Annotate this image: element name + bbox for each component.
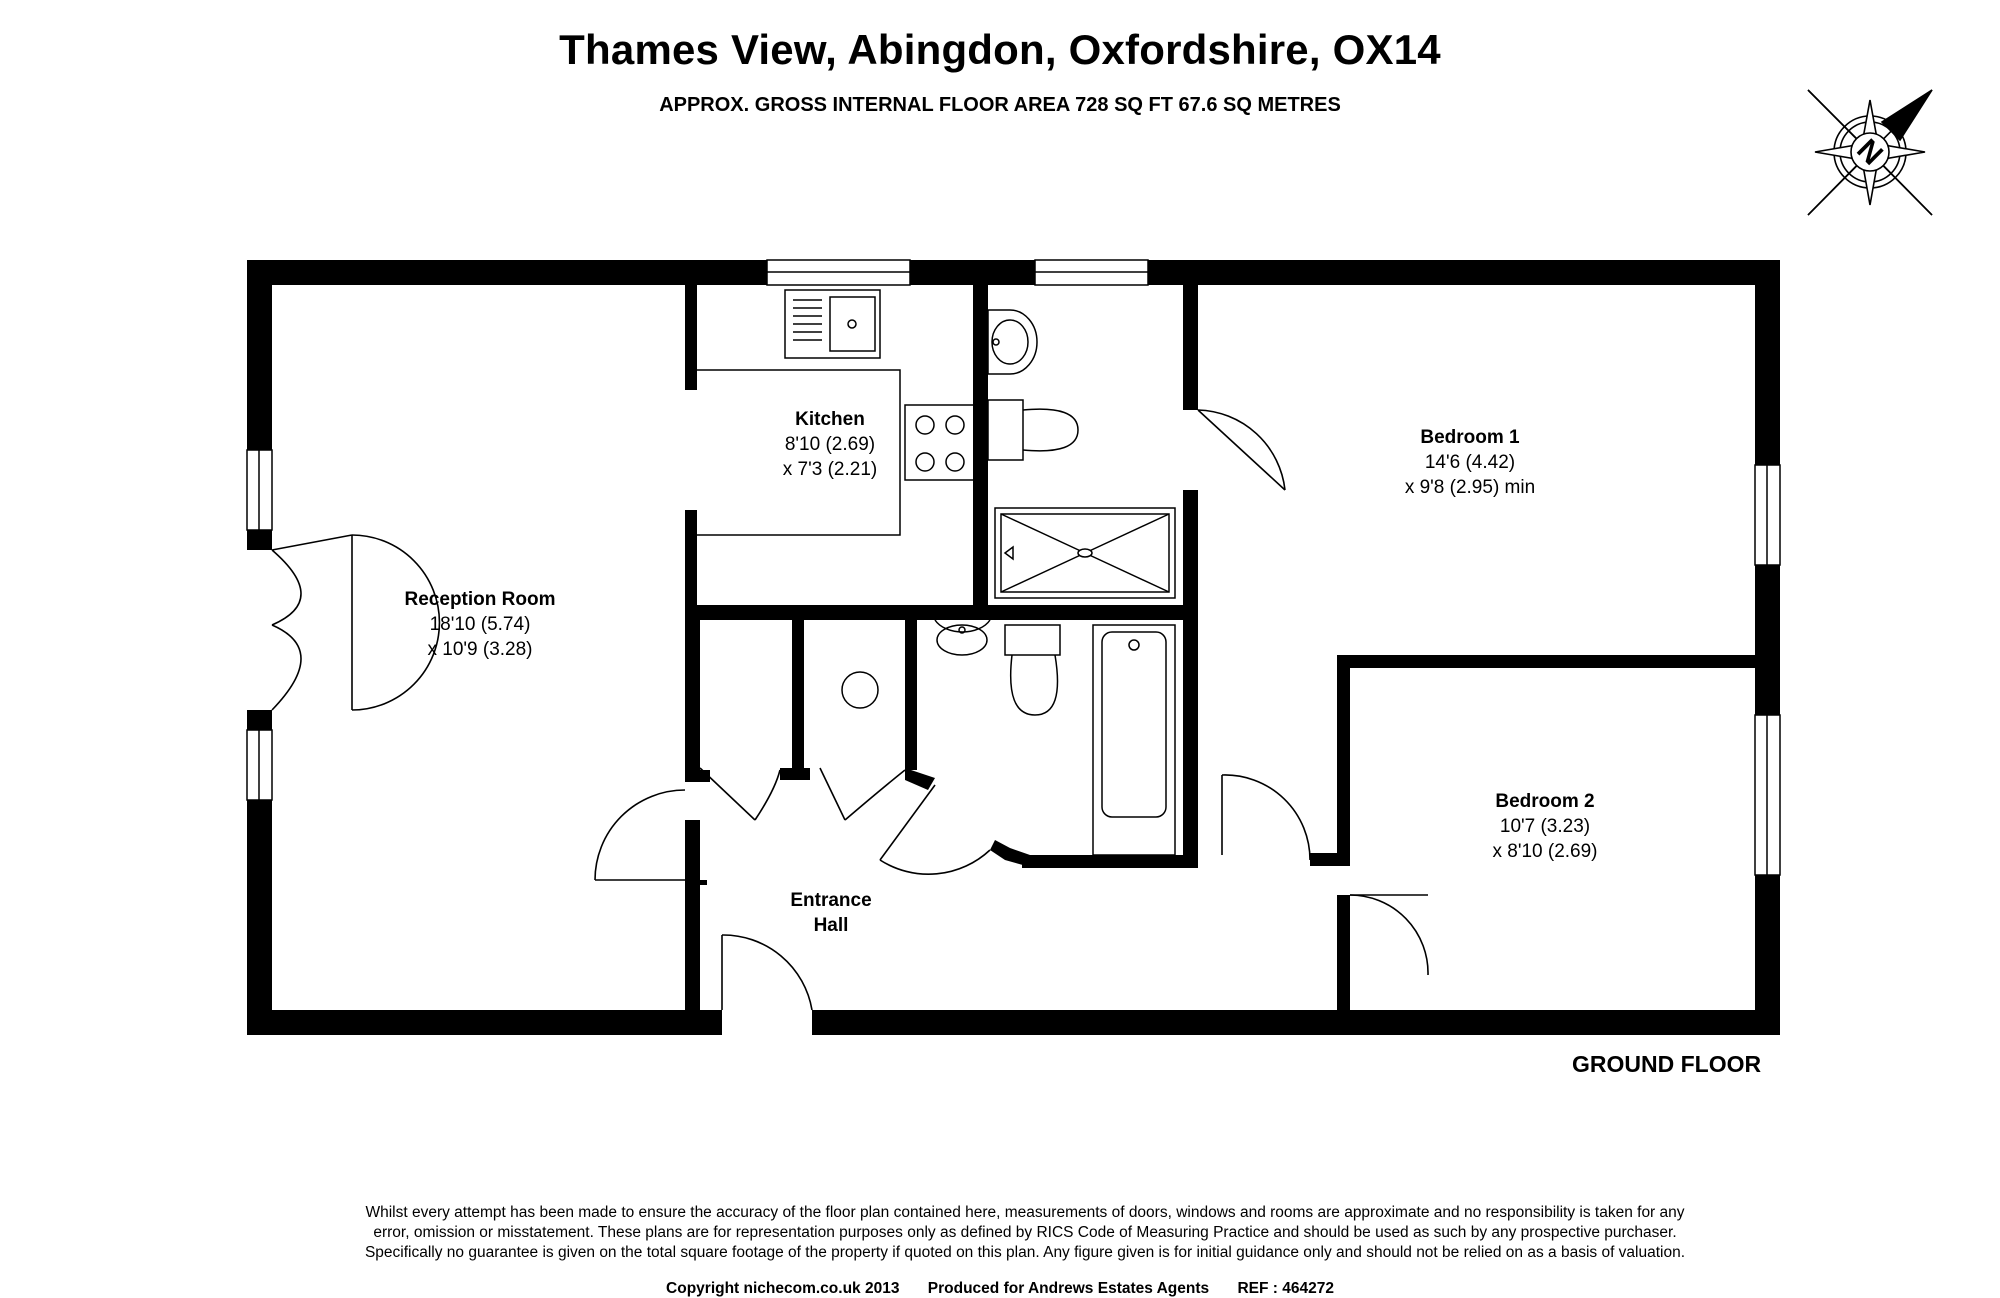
entrance-hall-name-line-1: Entrance bbox=[790, 890, 872, 911]
bedroom-1-dim-2: x 9'8 (2.95) min bbox=[1404, 477, 1536, 498]
kitchen-fittings bbox=[697, 289, 976, 536]
basin-icon bbox=[987, 309, 1038, 375]
entrance-hall-label: Entrance Hall bbox=[790, 888, 871, 938]
produced-for-text: Produced for Andrews Estates Agents bbox=[927, 1280, 1210, 1297]
footer-credits: Copyright nichecom.co.uk 2013 Produced f… bbox=[0, 1280, 2000, 1298]
plan-title: Thames View, Abingdon, Oxfordshire, OX14 bbox=[559, 26, 1441, 73]
north-arrow-compass-icon: N bbox=[1807, 89, 1933, 216]
kitchen-dim-1: 8'10 (2.69) bbox=[784, 434, 876, 455]
kitchen-label: Kitchen 8'10 (2.69) x 7'3 (2.21) bbox=[783, 407, 877, 482]
copyright-text: Copyright nichecom.co.uk 2013 bbox=[666, 1280, 900, 1297]
bedroom-1-label: Bedroom 1 14'6 (4.42) x 9'8 (2.95) min bbox=[1405, 425, 1535, 500]
bedroom-2-dim-2: x 8'10 (2.69) bbox=[1492, 841, 1598, 862]
disclaimer-line-2: error, omission or misstatement. These p… bbox=[373, 1224, 1677, 1241]
kitchen-dim-2: x 7'3 (2.21) bbox=[782, 459, 878, 480]
floor-level-label: GROUND FLOOR bbox=[1572, 1051, 1762, 1077]
reception-room-dim-1: 18'10 (5.74) bbox=[429, 614, 531, 635]
hob-icon bbox=[904, 404, 976, 481]
floor-area-subtitle: APPROX. GROSS INTERNAL FLOOR AREA 728 SQ… bbox=[659, 94, 1341, 116]
reception-french-doors bbox=[271, 534, 441, 711]
bathroom-fittings bbox=[934, 619, 1176, 856]
bedroom-2-label: Bedroom 2 10'7 (3.23) x 8'10 (2.69) bbox=[1492, 789, 1597, 864]
windows bbox=[246, 259, 1781, 876]
outer-walls bbox=[247, 260, 1780, 1035]
shower-room-fittings bbox=[987, 309, 1176, 599]
disclaimer-line-1: Whilst every attempt has been made to en… bbox=[365, 1204, 1685, 1221]
reception-room-dim-2: x 10'9 (3.28) bbox=[427, 639, 533, 660]
boiler-cylinder-icon bbox=[841, 671, 879, 709]
disclaimer: Whilst every attempt has been made to en… bbox=[200, 1203, 1850, 1263]
kitchen-name: Kitchen bbox=[795, 409, 865, 430]
bedroom-2-name: Bedroom 2 bbox=[1495, 791, 1595, 812]
bedroom-2-dim-1: 10'7 (3.23) bbox=[1499, 816, 1591, 837]
kitchen-sink-icon bbox=[784, 289, 881, 359]
bedroom-1-dim-1: 14'6 (4.42) bbox=[1424, 452, 1516, 473]
shower-tray-icon bbox=[994, 507, 1176, 599]
door-swings bbox=[594, 409, 1429, 1011]
reception-room-label: Reception Room 18'10 (5.74) x 10'9 (3.28… bbox=[405, 587, 556, 662]
bedroom-1-name: Bedroom 1 bbox=[1420, 427, 1520, 448]
bath-basin-icon bbox=[934, 619, 991, 656]
bathtub-icon bbox=[1092, 624, 1176, 856]
cupboard-fittings bbox=[841, 671, 879, 709]
interior-walls bbox=[685, 285, 1767, 1020]
bath-toilet-icon bbox=[1004, 624, 1061, 716]
reception-room-name: Reception Room bbox=[404, 589, 556, 610]
toilet-icon bbox=[987, 399, 1079, 461]
entrance-hall-name-line-2: Hall bbox=[813, 915, 849, 936]
reference-number: REF : 464272 bbox=[1237, 1280, 1334, 1297]
disclaimer-line-3: Specifically no guarantee is given on th… bbox=[364, 1244, 1686, 1261]
